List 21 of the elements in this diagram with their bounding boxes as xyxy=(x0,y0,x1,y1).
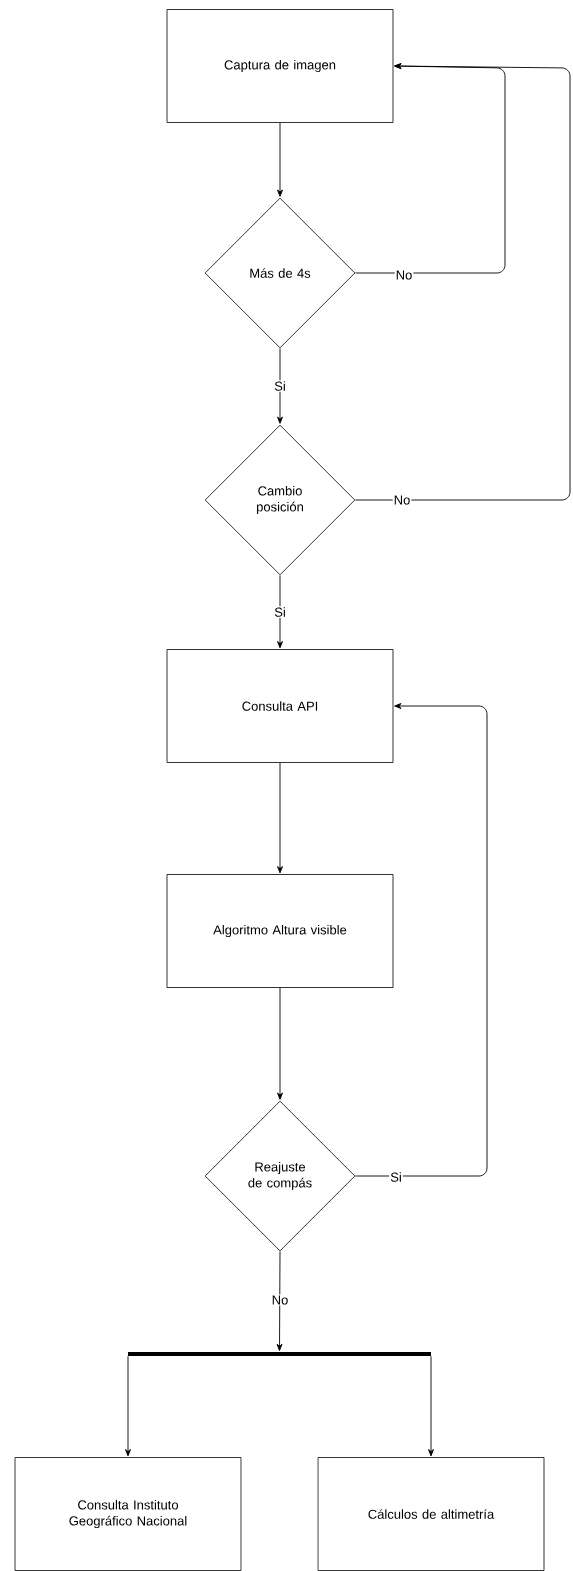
process-box: Algoritmo Altura visible xyxy=(166,874,394,988)
arrow xyxy=(354,703,488,1177)
arrow xyxy=(277,122,283,197)
edge-label: No xyxy=(392,494,412,506)
arrow xyxy=(125,1355,131,1457)
edge-label: No xyxy=(394,269,414,281)
arrow xyxy=(428,1355,434,1457)
arrow xyxy=(354,63,571,501)
edge-label: Si xyxy=(273,380,287,392)
arrow xyxy=(277,987,283,1100)
edge-label: Si xyxy=(389,1171,403,1183)
arrow xyxy=(277,347,283,424)
arrow xyxy=(276,1250,283,1351)
process-box: Cálculos de altimetría xyxy=(317,1457,545,1571)
edge-label: No xyxy=(270,1294,290,1306)
arrow xyxy=(277,574,283,649)
arrow xyxy=(277,762,283,874)
edge-label: Si xyxy=(273,606,287,618)
process-box: Consulta API xyxy=(166,649,394,763)
process-box: Consulta Instituto Geográfico Nacional xyxy=(14,1457,242,1571)
process-box: Captura de imagen xyxy=(166,9,394,123)
